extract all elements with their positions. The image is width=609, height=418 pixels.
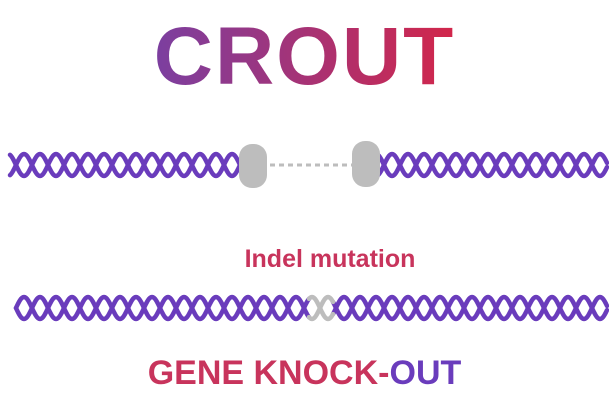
gene-knockout-label: GENE KNOCK-OUT xyxy=(0,350,609,396)
dna-helix xyxy=(13,294,609,322)
gene-knockout-main: GENE KNOCK- xyxy=(147,354,390,392)
dna-strand-2 xyxy=(306,294,336,322)
dna-helix-right xyxy=(375,151,609,179)
cut-dna-strand-icon xyxy=(7,141,609,188)
dna-strand-2 xyxy=(13,294,312,322)
cut-end-left xyxy=(239,144,267,188)
gene-knockout-tail: OUT xyxy=(389,354,462,392)
dna-strand-2 xyxy=(375,151,609,179)
title-text: CROUT xyxy=(153,11,456,102)
dna-strand-1 xyxy=(330,294,609,322)
indel-segment xyxy=(306,294,336,322)
indel-mutation-label: Indel mutation xyxy=(244,245,416,273)
dna-strand-2 xyxy=(330,294,609,322)
dna-strand-2 xyxy=(7,151,244,179)
repaired-dna-strand-icon xyxy=(13,294,609,322)
cut-end-right xyxy=(352,141,380,187)
title: CROUT xyxy=(0,12,609,102)
dna-helix-left xyxy=(7,151,244,179)
